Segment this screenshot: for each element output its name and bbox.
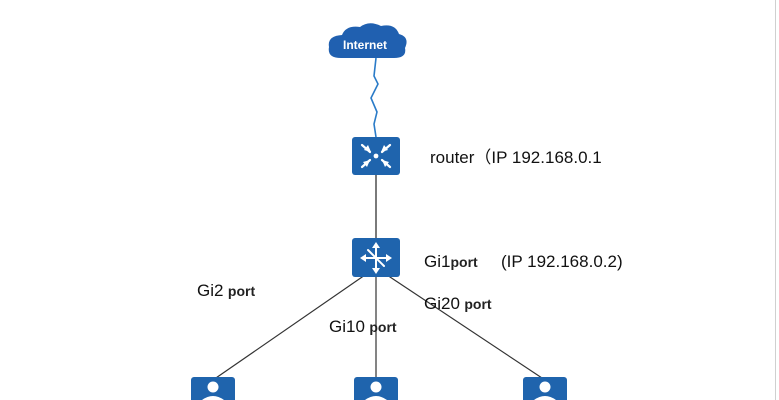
port-word: port: [464, 296, 492, 312]
port-word: port: [227, 283, 256, 299]
port-word: port: [369, 319, 397, 335]
user-icon: [523, 377, 567, 400]
router-icon: [352, 137, 400, 175]
switch-port-word: port: [450, 254, 478, 270]
wan-link: [370, 57, 379, 138]
port-label-gi20: Gi20 port: [424, 294, 492, 314]
user-icon: [191, 377, 235, 400]
port-name: Gi20: [424, 294, 460, 313]
internet-label: Internet: [343, 38, 387, 52]
router-paren: （: [474, 148, 492, 167]
port-label-gi10: Gi10 port: [329, 317, 397, 337]
link-gi20: [386, 274, 546, 381]
port-name: Gi10: [329, 317, 365, 336]
page-border: [775, 0, 776, 400]
switch-ip: (IP 192.168.0.2): [501, 252, 623, 271]
link-gi2: [212, 274, 366, 381]
switch-port-label: Gi1port: [424, 252, 478, 272]
switch-port-name: Gi1: [424, 252, 451, 271]
router-ip: IP 192.168.0.1: [491, 148, 602, 167]
router-label: router（IP 192.168.0.1: [430, 143, 602, 168]
switch-icon: [352, 238, 400, 277]
internet-cloud-icon: Internet: [328, 23, 407, 58]
router-name: router: [430, 148, 475, 167]
port-label-gi2: Gi2 port: [197, 281, 255, 301]
port-name: Gi2: [197, 281, 224, 300]
user-icon: [354, 377, 398, 400]
